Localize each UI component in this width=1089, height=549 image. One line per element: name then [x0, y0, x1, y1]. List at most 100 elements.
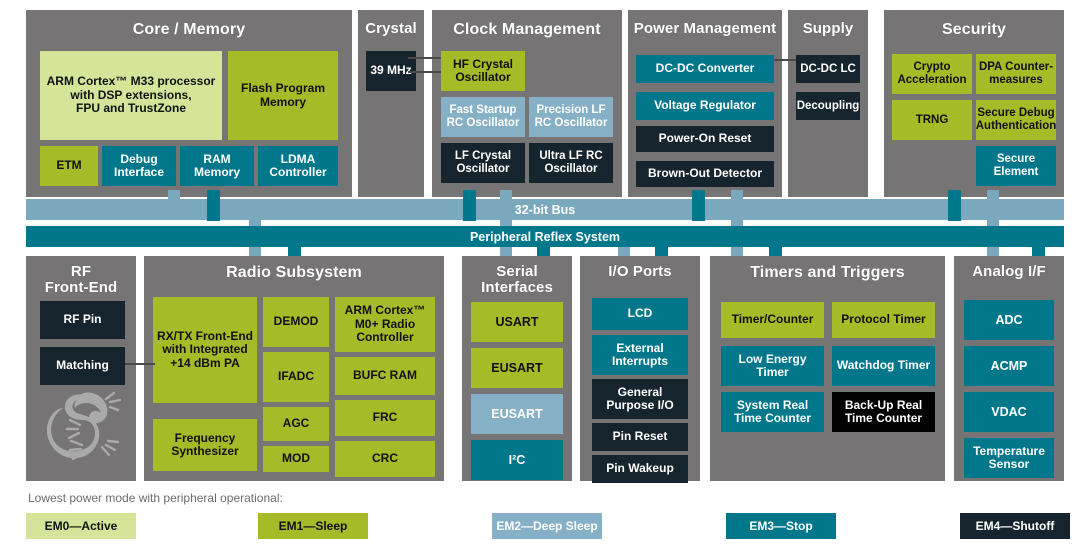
- panel-title-rf-front-end: RF Front-End: [44, 263, 118, 297]
- gecko-logo: [46, 391, 122, 461]
- bus-stub-mid-3: [731, 220, 743, 227]
- block-39mhz: 39 MHz: [366, 51, 416, 91]
- block-decoupling: Decoupling: [796, 92, 860, 120]
- bus-stub-top-1: [168, 190, 180, 200]
- panel-title-radio-subsystem: Radio Subsystem: [226, 264, 362, 281]
- block-dpa-countermeasures: DPA Counter- measures: [976, 54, 1056, 94]
- bus-connector-vert-3: [692, 199, 705, 221]
- wire-crystal-hf-top: [408, 57, 441, 59]
- block-agc: AGC: [263, 407, 329, 441]
- panel-title-power-management: Power Management: [633, 20, 777, 37]
- block-brown-out-detector: Brown-Out Detector: [636, 161, 774, 187]
- block-voltage-regulator: Voltage Regulator: [636, 92, 774, 120]
- legend-item-em3: EM3—Stop: [726, 513, 836, 539]
- bus-stub-bottom-2: [288, 247, 301, 257]
- panel-serial-interfaces: Serial Interfaces USART EUSART EUSART I²…: [462, 256, 572, 481]
- wire-crystal-hf-bottom: [408, 71, 441, 73]
- block-general-purpose-io: General Purpose I/O: [592, 379, 688, 419]
- block-timer-counter: Timer/Counter: [721, 302, 824, 338]
- panel-clock-management: Clock Management HF Crystal Oscillator F…: [432, 10, 622, 197]
- block-ram-memory: RAM Memory: [180, 146, 254, 186]
- bus-stub-mid-4: [987, 220, 999, 227]
- legend-item-em2: EM2—Deep Sleep: [492, 513, 602, 539]
- block-ultra-lf-rc-oscillator: Ultra LF RC Oscillator: [529, 143, 613, 183]
- panel-radio-subsystem: Radio Subsystem RX/TX Front-End with Int…: [144, 256, 444, 481]
- bus-stub-bottom-4: [537, 247, 550, 257]
- bus-stub-top-4: [500, 190, 512, 200]
- panel-title-supply: Supply: [802, 20, 854, 37]
- panel-title-security: Security: [942, 21, 1006, 38]
- panel-security: Security Crypto Acceleration DPA Counter…: [884, 10, 1064, 197]
- block-demod: DEMOD: [263, 297, 329, 347]
- bus-stub-bottom-3: [500, 247, 512, 257]
- panel-title-analog-if: Analog I/F: [972, 263, 1046, 280]
- legend-note: Lowest power mode with peripheral operat…: [28, 491, 283, 505]
- block-lcd: LCD: [592, 298, 688, 330]
- panel-core-memory: Core / Memory ARM Cortex™ M33 processor …: [26, 10, 352, 197]
- block-trng: TRNG: [892, 100, 972, 140]
- block-watchdog-timer: Watchdog Timer: [832, 346, 935, 386]
- block-acmp: ACMP: [964, 346, 1054, 386]
- legend-item-em0: EM0—Active: [26, 513, 136, 539]
- block-secure-debug-authentication: Secure Debug Authentication: [976, 100, 1056, 140]
- block-frequency-synthesizer: Frequency Synthesizer: [153, 419, 257, 471]
- block-hf-crystal-oscillator: HF Crystal Oscillator: [441, 51, 525, 91]
- block-backup-real-time-counter: Back-Up Real Time Counter: [832, 392, 935, 432]
- bus-stub-top-3: [463, 190, 476, 200]
- bus-stub-bottom-5: [618, 247, 630, 257]
- block-precision-lf-rc-oscillator: Precision LF RC Oscillator: [529, 97, 613, 137]
- legend-item-em4: EM4—Shutoff: [960, 513, 1070, 539]
- block-etm: ETM: [40, 146, 98, 186]
- block-adc: ADC: [964, 300, 1054, 340]
- legend-item-em1: EM1—Sleep: [258, 513, 368, 539]
- bus-stub-top-5: [692, 190, 705, 200]
- block-rx-tx-front-end: RX/TX Front-End with Integrated +14 dBm …: [153, 297, 257, 403]
- bus-32bit: 32-bit Bus: [26, 199, 1064, 220]
- block-flash-program-memory: Flash Program Memory: [228, 51, 338, 140]
- panel-crystal: Crystal 39 MHz: [358, 10, 424, 197]
- bus-stub-top-2: [207, 190, 220, 200]
- block-secure-element: Secure Element: [976, 146, 1056, 186]
- block-system-real-time-counter: System Real Time Counter: [721, 392, 824, 432]
- block-dc-dc-lc: DC-DC LC: [796, 55, 860, 83]
- block-protocol-timer: Protocol Timer: [832, 302, 935, 338]
- block-lf-crystal-oscillator: LF Crystal Oscillator: [441, 143, 525, 183]
- block-pin-wakeup: Pin Wakeup: [592, 455, 688, 483]
- panel-title-io-ports: I/O Ports: [608, 263, 672, 280]
- bus-32bit-label: 32-bit Bus: [514, 202, 576, 217]
- block-fast-startup-rc-oscillator: Fast Startup RC Oscillator: [441, 97, 525, 137]
- block-rf-pin: RF Pin: [40, 301, 125, 339]
- block-matching: Matching: [40, 347, 125, 385]
- bus-stub-mid-1: [249, 220, 261, 227]
- panel-io-ports: I/O Ports LCD External Interrupts Genera…: [580, 256, 700, 483]
- wire-matching-to-rxtx: [125, 363, 155, 365]
- bus-connector-vert-4: [948, 199, 961, 221]
- block-low-energy-timer: Low Energy Timer: [721, 346, 824, 386]
- bus-stub-bottom-1: [249, 247, 261, 257]
- panel-title-crystal: Crystal: [365, 20, 417, 37]
- bus-stub-mid-2: [500, 220, 512, 227]
- panel-power-management: Power Management DC-DC Converter Voltage…: [628, 10, 782, 197]
- block-temperature-sensor: Temperature Sensor: [964, 438, 1054, 478]
- bus-prs-label: Peripheral Reflex System: [469, 229, 621, 244]
- block-eusart-2: EUSART: [471, 394, 563, 434]
- block-i2c: I²C: [471, 440, 563, 480]
- block-bufc-ram: BUFC RAM: [335, 357, 435, 395]
- bus-stub-top-8: [987, 190, 999, 200]
- block-debug-interface: Debug Interface: [102, 146, 176, 186]
- bus-stub-bottom-6: [655, 247, 668, 257]
- panel-title-timers-triggers: Timers and Triggers: [750, 264, 905, 281]
- block-mod: MOD: [263, 446, 329, 472]
- bus-stub-bottom-7: [731, 247, 743, 257]
- block-frc: FRC: [335, 400, 435, 436]
- block-vdac: VDAC: [964, 392, 1054, 432]
- panel-title-clock-management: Clock Management: [453, 21, 601, 38]
- bus-stub-top-6: [731, 190, 743, 200]
- block-external-interrupts: External Interrupts: [592, 335, 688, 375]
- bus-stub-bottom-8: [769, 247, 782, 257]
- block-eusart-1: EUSART: [471, 348, 563, 388]
- panel-title-serial-interfaces: Serial Interfaces: [481, 263, 553, 297]
- block-ldma-controller: LDMA Controller: [258, 146, 338, 186]
- block-crc: CRC: [335, 441, 435, 477]
